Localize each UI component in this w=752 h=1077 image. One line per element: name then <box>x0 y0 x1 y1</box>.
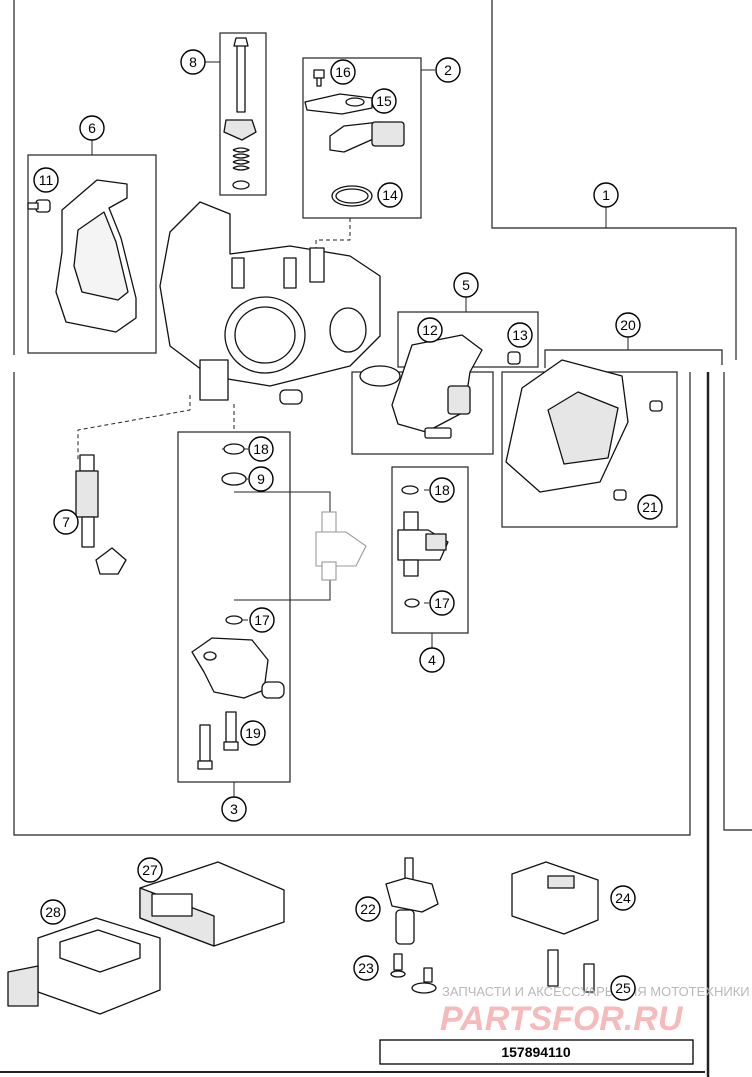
callout-28: 28 <box>40 899 66 925</box>
callout-label: 19 <box>245 725 261 741</box>
watermark-logo: PARTSFOR.RU <box>440 1000 684 1038</box>
callout-24: 24 <box>610 885 636 911</box>
callout-label: 24 <box>615 890 631 906</box>
callout-8: 8 <box>180 49 206 75</box>
callout-label: 18 <box>434 482 450 498</box>
callout-23: 23 <box>353 955 379 981</box>
callout-label: 15 <box>376 93 392 109</box>
callout-label: 18 <box>253 441 269 457</box>
throttle-sensor-cover-part <box>505 359 663 501</box>
callout-label: 5 <box>462 277 470 293</box>
callout-label: 1 <box>602 187 610 203</box>
callout-7: 7 <box>53 509 79 535</box>
callout-label: 4 <box>428 652 436 668</box>
callout-21: 21 <box>637 494 663 520</box>
callout-label: 14 <box>382 187 398 203</box>
callout-label: 13 <box>512 327 528 343</box>
doc-number: 157894110 <box>501 1044 571 1060</box>
callout-27: 27 <box>137 857 163 883</box>
sensor-connector-part <box>511 861 599 993</box>
injector-group-left-part <box>191 443 367 770</box>
callout-25: 25 <box>610 975 636 1001</box>
callout-3: 3 <box>221 796 247 822</box>
callout-20: 20 <box>615 312 641 338</box>
callout-16: 16 <box>330 59 356 85</box>
callout-label: 16 <box>335 64 351 80</box>
lambda-sensor-part <box>75 454 127 575</box>
callout-label: 22 <box>360 901 376 917</box>
clamp-bracket-part <box>27 179 137 333</box>
callout-22: 22 <box>355 896 381 922</box>
callout-label: 20 <box>620 317 636 333</box>
screw-spring-part <box>223 37 257 190</box>
callout-2: 2 <box>435 57 461 83</box>
watermark-text: ЗАПЧАСТИ И АКСЕССУАРЫ ДЛЯ МОТОТЕХНИКИ <box>442 984 750 999</box>
watermark: ЗАПЧАСТИ И АКСЕССУАРЫ ДЛЯ МОТОТЕХНИКИ PA… <box>440 984 750 1038</box>
callout-label: 23 <box>358 960 374 976</box>
control-module-part <box>7 917 161 1015</box>
callout-12: 12 <box>417 317 443 343</box>
callout-13: 13 <box>507 322 533 348</box>
callout-14: 14 <box>377 182 403 208</box>
ecu-unit-part <box>139 861 285 947</box>
callout-11: 11 <box>33 167 59 193</box>
throttle-body-part <box>159 201 381 405</box>
callout-label: 12 <box>422 322 438 338</box>
callout-9: 9 <box>248 466 274 492</box>
callout-5: 5 <box>453 272 479 298</box>
callout-17a: 17 <box>249 607 275 633</box>
callout-1: 1 <box>593 182 619 208</box>
injector-group-right-part <box>397 485 449 608</box>
callout-label: 25 <box>615 980 631 996</box>
callout-label: 27 <box>142 862 158 878</box>
callout-label: 11 <box>39 172 54 188</box>
callout-label: 17 <box>254 612 270 628</box>
callout-label: 21 <box>642 499 658 515</box>
callout-18b: 18 <box>429 477 455 503</box>
callout-label: 6 <box>88 120 96 136</box>
callout-label: 28 <box>45 904 61 920</box>
callout-6: 6 <box>79 115 105 141</box>
callout-label: 9 <box>257 471 265 487</box>
position-sensor-part <box>359 334 521 439</box>
callout-19: 19 <box>240 720 266 746</box>
callout-label: 17 <box>434 595 450 611</box>
callout-17b: 17 <box>429 590 455 616</box>
callout-18a: 18 <box>248 436 274 462</box>
callout-4: 4 <box>419 647 445 673</box>
doc-number-box: 157894110 <box>379 1039 694 1065</box>
callout-label: 8 <box>189 54 197 70</box>
pressure-sensor-part <box>385 857 439 994</box>
callout-label: 2 <box>444 62 452 78</box>
callout-15: 15 <box>371 88 397 114</box>
sensor-group-part <box>304 69 405 207</box>
callout-label: 3 <box>230 801 238 817</box>
callout-label: 7 <box>62 514 70 530</box>
